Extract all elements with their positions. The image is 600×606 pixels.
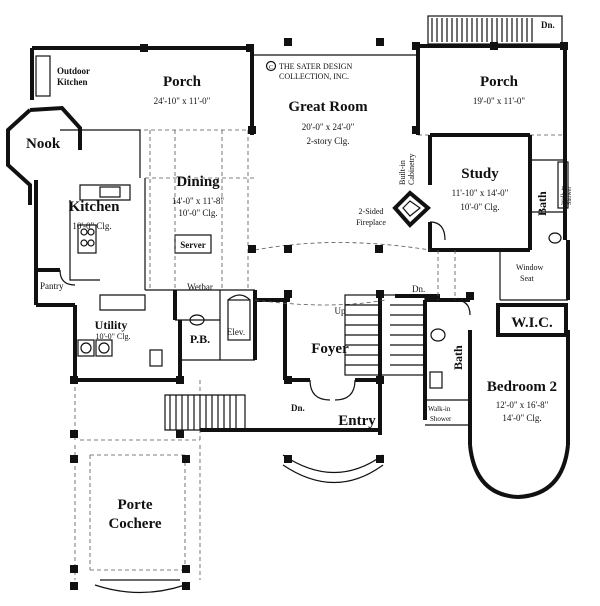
pantry-label: Pantry [40, 281, 64, 291]
bedroom2-dimensions: 12'-0" x 16'-8" [496, 400, 549, 410]
bath-fixtures [429, 232, 562, 389]
fireplace-label-1: 2-Sided [359, 207, 384, 216]
great-room-ceiling: 2-story Clg. [306, 136, 349, 146]
outdoor-kitchen-label-2: Kitchen [57, 77, 88, 87]
porch-right-dimensions: 19'-0" x 11'-0" [473, 96, 526, 106]
bath-mid-label: Bath [451, 345, 465, 370]
copyright-symbol: C [269, 65, 273, 71]
fireplace [392, 190, 432, 228]
porte-cochere-label-2: Cochere [108, 516, 161, 532]
top-deck-down-label: Dn. [541, 20, 555, 30]
credit: C THE SATER DESIGN COLLECTION, INC. [265, 60, 353, 81]
great-room-label: Great Room [288, 99, 368, 115]
bath-top-label: Bath [535, 191, 549, 216]
walkin-shower-top-label-2: Shower [567, 187, 573, 205]
outdoor-kitchen-label-1: Outdoor [57, 66, 90, 76]
powder-bath-label: P.B. [190, 332, 210, 346]
walkin-shower-top-label-1: Walk-in [561, 186, 567, 205]
utility-label: Utility [95, 318, 128, 332]
credit-line-1: THE SATER DESIGN [279, 62, 353, 71]
dining-ceiling: 10'-0" Clg. [178, 208, 217, 218]
entry-down-label: Dn. [291, 403, 305, 413]
window-seat-label-2: Seat [520, 274, 535, 283]
credit-line-2: COLLECTION, INC. [279, 72, 349, 81]
wic-label: W.I.C. [511, 315, 553, 331]
kitchen-fixtures [69, 184, 146, 311]
stairs [94, 294, 426, 594]
foyer-label: Foyer [311, 341, 349, 357]
porch-left-label: Porch [163, 74, 202, 90]
porch-right-label: Porch [480, 74, 519, 90]
great-room-dimensions: 20'-0" x 24'-0" [302, 122, 355, 132]
bedroom2-label: Bedroom 2 [487, 379, 557, 395]
dining-dimensions: 14'-0" x 11'-8" [172, 196, 225, 206]
bedroom2-ceiling: 14'-0" Clg. [502, 413, 541, 423]
elevator-label: Elev. [227, 327, 245, 337]
study-ceiling: 10'-0" Clg. [460, 202, 499, 212]
fireplace-label-2: Fireplace [356, 218, 386, 227]
dining-label: Dining [176, 174, 220, 190]
walkin-shower-bot-label-2: Shower [430, 415, 452, 423]
entry-label: Entry [338, 413, 376, 429]
porch-left-dimensions: 24'-10" x 11'-0" [154, 96, 211, 106]
window-seat-label-1: Window [516, 263, 543, 272]
wetbar-label: Wetbar [187, 282, 213, 292]
builtin-label-2: Cabinetry [407, 153, 416, 185]
utility-fixtures [77, 314, 205, 367]
kitchen-label: Kitchen [69, 199, 120, 215]
server-label: Server [180, 240, 205, 250]
exterior-walls [6, 44, 570, 500]
doors [59, 221, 471, 401]
builtin-label-1: Built-in [398, 160, 407, 185]
walkin-shower-bot-label-1: Walk-in [428, 405, 451, 413]
stair-down-label: Dn. [412, 284, 425, 294]
study-label: Study [461, 166, 499, 182]
kitchen-ceiling: 10'-0" Clg. [72, 221, 111, 231]
stair-up-label: Up [335, 306, 346, 316]
utility-ceiling: 10'-0" Clg. [96, 332, 131, 341]
columns [70, 38, 568, 590]
porte-cochere-label-1: Porte [118, 497, 153, 513]
nook-label: Nook [26, 136, 61, 152]
study-dimensions: 11'-10" x 14'-0" [452, 188, 509, 198]
